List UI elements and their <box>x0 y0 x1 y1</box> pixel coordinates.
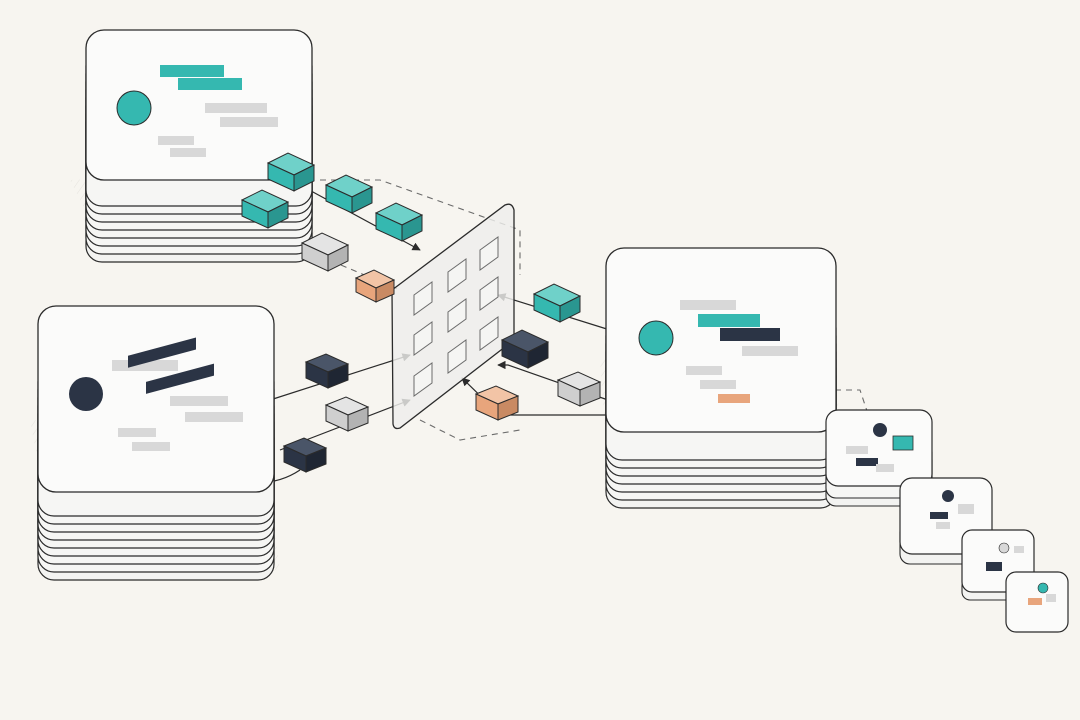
avatar-icon <box>873 423 887 437</box>
card-top <box>85 29 313 181</box>
packet-teal[interactable] <box>266 152 316 192</box>
text-line <box>112 360 178 371</box>
text-line <box>700 380 736 389</box>
text-line <box>118 428 156 437</box>
text-line <box>220 117 278 127</box>
packet-orange[interactable] <box>354 269 396 303</box>
stack-bottom-left[interactable] <box>37 305 275 581</box>
packet-navy[interactable] <box>500 329 550 369</box>
packet-teal[interactable] <box>374 202 424 242</box>
avatar-icon <box>942 490 954 502</box>
avatar-icon <box>116 90 152 126</box>
text-line <box>132 442 170 451</box>
text-line <box>680 300 736 310</box>
packet-navy[interactable] <box>282 437 328 473</box>
text-line <box>686 366 722 375</box>
packet-gray[interactable] <box>324 396 370 432</box>
stack-top-left[interactable] <box>85 29 313 263</box>
mini-card-4[interactable] <box>1005 571 1069 633</box>
title-bar-2 <box>720 328 780 341</box>
text-line <box>205 103 267 113</box>
title-bar-2 <box>146 363 214 394</box>
packet-gray[interactable] <box>556 371 602 407</box>
avatar-icon <box>69 377 103 411</box>
text-line <box>170 148 206 157</box>
accent-block <box>892 435 914 451</box>
title-bar-2 <box>178 78 242 90</box>
packet-gray[interactable] <box>300 232 350 272</box>
text-line-accent <box>718 394 750 403</box>
packet-orange[interactable] <box>474 385 520 421</box>
dashed-link-bottom <box>419 419 521 441</box>
packet-teal[interactable] <box>532 283 582 323</box>
packet-teal[interactable] <box>324 174 374 214</box>
avatar-icon <box>998 542 1010 554</box>
grid-cells <box>413 236 499 397</box>
stack-right[interactable] <box>605 247 837 509</box>
title-bar <box>160 65 224 77</box>
text-line <box>158 136 194 145</box>
packet-navy[interactable] <box>304 353 350 389</box>
text-line <box>185 412 243 422</box>
text-line <box>742 346 798 356</box>
text-line <box>170 396 228 406</box>
packets <box>240 152 602 473</box>
packet-teal[interactable] <box>240 189 290 229</box>
central-grid-panel[interactable] <box>391 203 515 430</box>
title-bar <box>128 337 196 368</box>
dashed-link-top <box>320 179 521 275</box>
title-bar <box>698 314 760 327</box>
avatar-icon <box>638 320 674 356</box>
card-top <box>37 305 275 493</box>
avatar-icon <box>1037 582 1049 594</box>
